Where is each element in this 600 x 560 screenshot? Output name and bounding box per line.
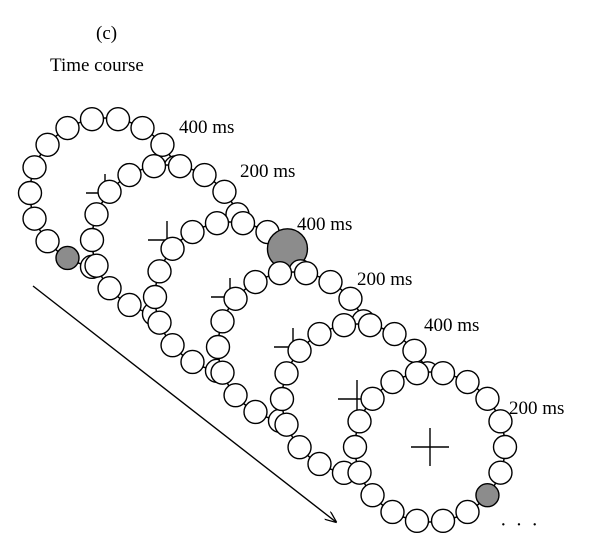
ring-circle (84, 202, 109, 227)
ring-circle (97, 276, 122, 301)
ring-circle (243, 269, 268, 295)
ring-circle (331, 312, 357, 338)
frame-duration-label: 200 ms (509, 398, 565, 419)
ring-circle (105, 106, 131, 132)
ring-circle (84, 253, 109, 278)
ring-circle (147, 310, 172, 335)
ring-circle (475, 386, 500, 411)
ring-circle (79, 106, 105, 132)
ring-circle (160, 236, 185, 261)
ring-circle (347, 409, 372, 434)
ring-circle (130, 115, 155, 141)
ring-circle (17, 180, 43, 206)
ring-circle (97, 179, 122, 204)
ring-circle (274, 361, 299, 386)
ring-circle (347, 460, 372, 485)
ring-circle (147, 259, 172, 284)
panel-label: (c) (96, 23, 118, 44)
ring-circle (180, 349, 205, 375)
ring-circle (141, 153, 167, 179)
frame-duration-label: 400 ms (424, 315, 480, 336)
ring-circle (160, 333, 185, 358)
ring-circle (269, 386, 295, 412)
ring-circle (360, 386, 385, 411)
ring-circle (287, 338, 312, 363)
ring-circle (342, 434, 368, 460)
ring-circle (243, 399, 268, 425)
ring-circle (35, 229, 60, 254)
ring-circle (167, 153, 193, 179)
frame-duration-label: 400 ms (179, 117, 235, 138)
ring-circle (267, 260, 293, 286)
ring-circle (287, 435, 312, 460)
ring-circle (223, 383, 248, 408)
ring-circle (455, 499, 480, 525)
stimulus-frame (342, 360, 518, 534)
target-circle (475, 483, 500, 508)
ring-circle (192, 162, 217, 188)
ring-circle (492, 434, 518, 460)
ring-circle (274, 412, 299, 437)
ring-circle (293, 260, 319, 286)
ring-circle (430, 508, 456, 534)
ring-circle (117, 292, 142, 318)
ring-circle (142, 284, 168, 310)
ring-circle (210, 360, 235, 385)
target-circle (55, 245, 80, 271)
frame-duration-label: 200 ms (357, 269, 413, 290)
ring-circle (360, 483, 385, 508)
ring-circle (230, 210, 256, 236)
ring-circle (223, 286, 248, 311)
ring-circle (455, 369, 480, 395)
ring-circle (307, 321, 332, 347)
ring-circle (204, 210, 230, 236)
ring-circle (382, 321, 407, 347)
ring-circle (338, 286, 363, 311)
ring-circle (488, 460, 513, 485)
ring-circle (488, 409, 513, 434)
ring-circle (180, 219, 205, 245)
time-arrow (32, 285, 336, 522)
ring-circle (402, 338, 427, 363)
ring-circle (380, 499, 405, 525)
ring-circle (22, 206, 47, 231)
ring-circle (117, 162, 142, 188)
frame-stack (17, 106, 518, 534)
ring-circle (79, 227, 105, 253)
ring-circle (212, 179, 237, 204)
ring-circle (210, 309, 235, 334)
ring-circle (357, 312, 383, 338)
continuation-dots: · · · (500, 514, 540, 536)
ring-circle (22, 155, 47, 180)
panel-title: Time course (50, 55, 144, 76)
ring-circle (35, 132, 60, 157)
ring-circle (404, 508, 430, 534)
ring-circle (380, 369, 405, 395)
ring-circle (55, 115, 80, 141)
ring-circle (404, 360, 430, 386)
ring-circle (318, 269, 343, 295)
frame-duration-label: 400 ms (297, 214, 353, 235)
fixation-cross (411, 428, 449, 466)
ring-circle (430, 360, 456, 386)
ring-circle (205, 334, 231, 360)
ring-circle (307, 451, 332, 477)
frame-duration-label: 200 ms (240, 161, 296, 182)
ring-circle (150, 132, 175, 157)
